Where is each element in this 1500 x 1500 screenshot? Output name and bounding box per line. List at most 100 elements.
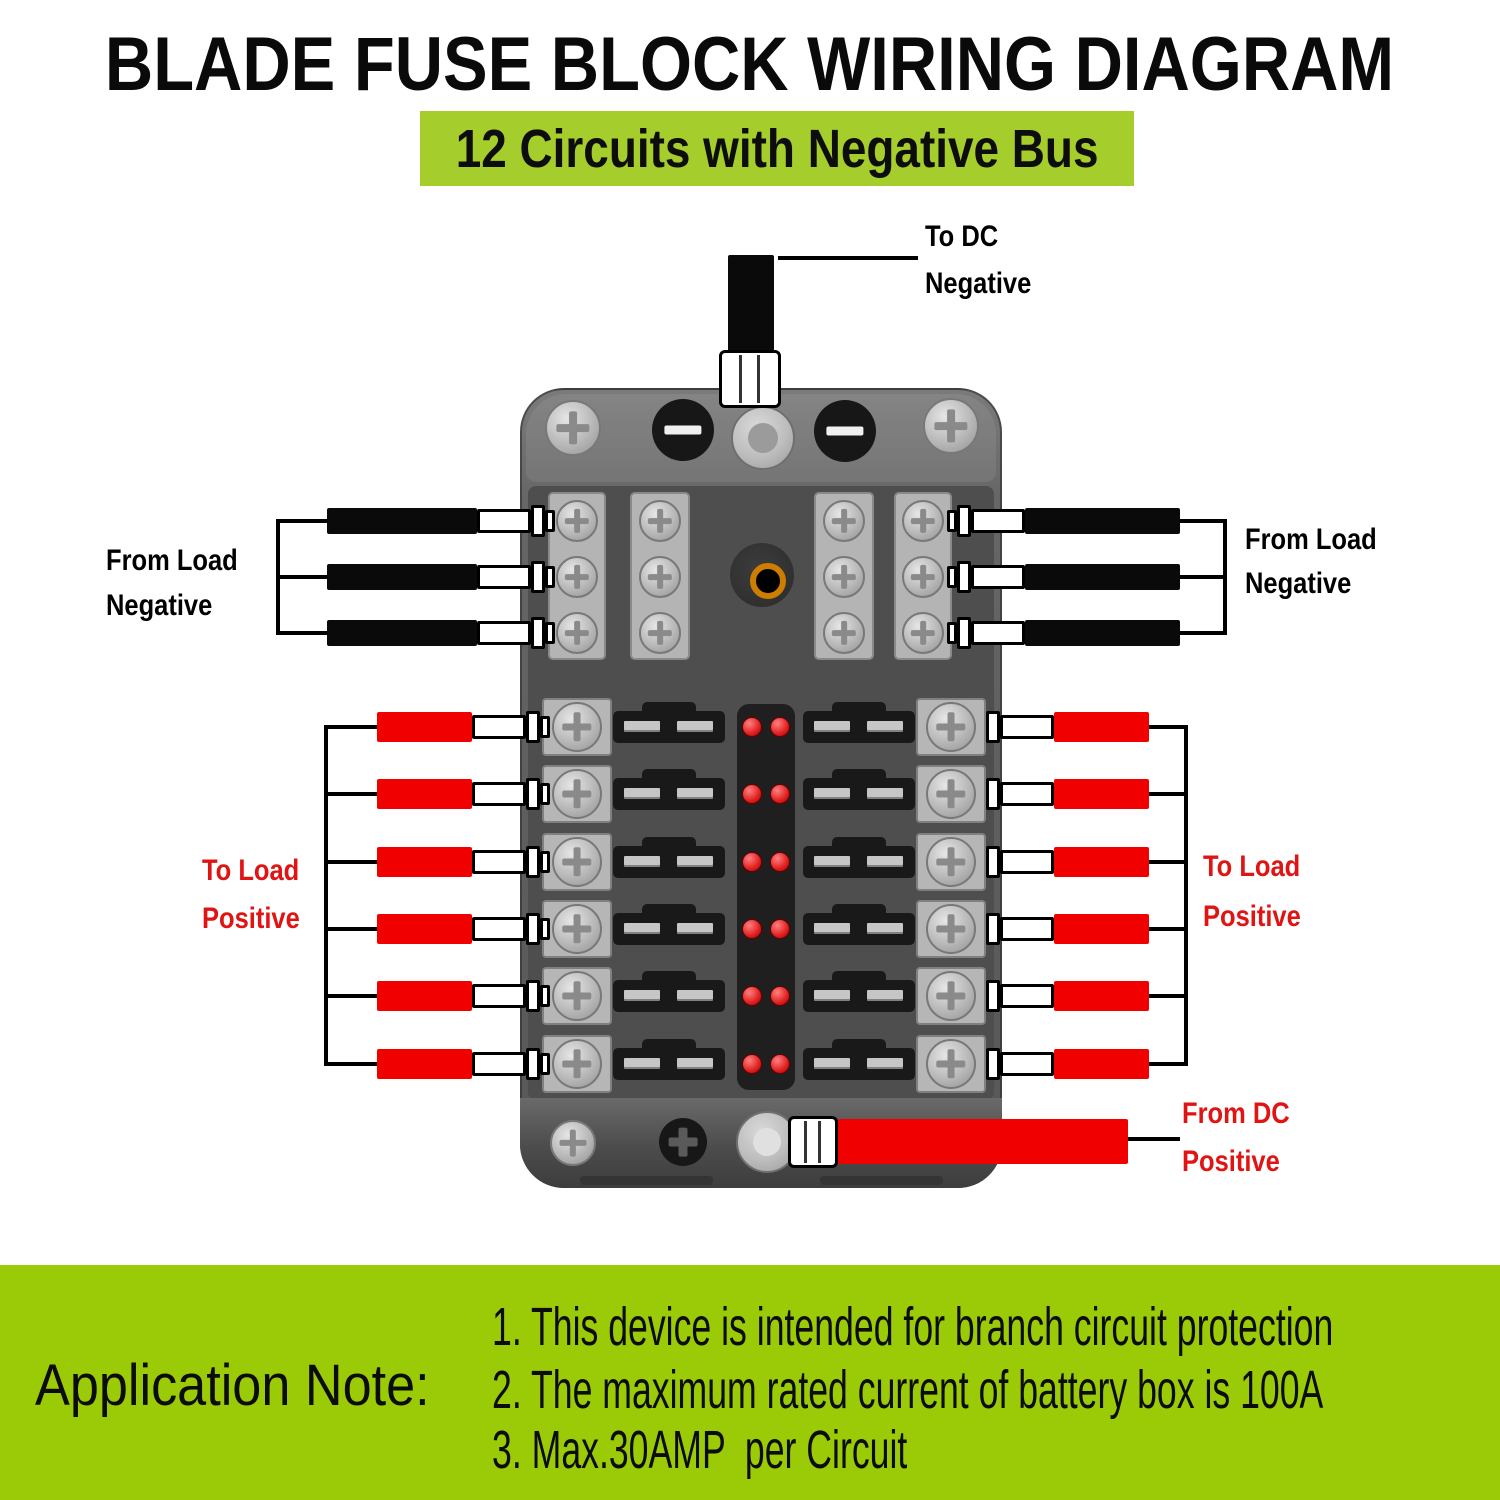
wire-crimp (540, 716, 550, 738)
led-indicator-icon (770, 919, 790, 939)
label-to-load-left-line2: Positive (202, 902, 300, 935)
wire-crimp (986, 711, 1000, 743)
application-note-item: 1. This device is intended for branch ci… (492, 1297, 1334, 1357)
positive-bus-bracket (324, 725, 328, 1066)
load-terminal-screw-icon (552, 837, 602, 887)
wire-terminal (472, 917, 526, 941)
phillips-screw-icon (545, 400, 601, 456)
led-indicator-icon (770, 717, 790, 737)
positive-load-wire (1054, 712, 1149, 742)
led-indicator-icon (742, 1054, 762, 1074)
wire-crimp (545, 566, 555, 588)
fuse-contact-slot (624, 990, 660, 1001)
wire-crimp (531, 505, 545, 537)
wire-terminal (1000, 782, 1054, 806)
wire-crimp (957, 561, 971, 593)
wire-terminal (1000, 917, 1054, 941)
negative-load-wire (327, 508, 477, 534)
negative-load-wire (1025, 620, 1180, 646)
wire-ferrule-icon (788, 1116, 838, 1168)
fuse-contact-slot (677, 856, 713, 867)
wire-terminal (477, 621, 531, 645)
wire-ferrule-icon (719, 350, 781, 408)
bus-link-line (326, 1062, 377, 1066)
blade-fuse-icon (803, 980, 915, 1012)
fuse-contact-slot (867, 856, 903, 867)
fuse-contact-slot (867, 923, 903, 934)
load-terminal-screw-icon (552, 904, 602, 954)
bus-link-line (326, 792, 377, 796)
led-indicator-icon (770, 852, 790, 872)
label-to-load-left-line1: To Load (202, 854, 300, 887)
wire-crimp (540, 918, 550, 940)
wire-crimp (545, 622, 555, 644)
wire-crimp (540, 985, 550, 1007)
positive-load-wire (1054, 914, 1149, 944)
led-indicator-icon (742, 986, 762, 1006)
page-title: BLADE FUSE BLOCK WIRING DIAGRAM (105, 22, 1395, 107)
leader-line-from-dc (1128, 1137, 1180, 1141)
positive-load-wire (377, 1049, 472, 1079)
negative-load-wire (1025, 508, 1180, 534)
application-note-item: 2. The maximum rated current of battery … (492, 1360, 1324, 1420)
bottom-vent-slot (820, 1176, 943, 1185)
wire-crimp (540, 851, 550, 873)
blade-fuse-icon (803, 1048, 915, 1080)
wire-crimp (947, 622, 957, 644)
label-from-load-left-line2: Negative (106, 589, 213, 622)
positive-load-wire (1054, 981, 1149, 1011)
bus-link-line (1149, 860, 1186, 864)
bus-link-line (326, 725, 377, 729)
wire-crimp (986, 913, 1000, 945)
label-to-dc-line2: Negative (925, 267, 1032, 300)
bus-link-line (1149, 994, 1186, 998)
fuse-contact-slot (624, 788, 660, 799)
fuse-contact-slot (814, 721, 850, 732)
wire-crimp (526, 711, 540, 743)
wire-crimp (526, 778, 540, 810)
label-from-load-left-line1: From Load (106, 544, 238, 577)
leader-line-to-dc (778, 256, 918, 260)
wire-terminal (1000, 984, 1054, 1008)
negative-bus-bracket (276, 519, 280, 635)
blade-fuse-icon (803, 913, 915, 945)
positive-load-wire (377, 779, 472, 809)
label-from-load-right-line2: Negative (1245, 567, 1352, 600)
subtitle-banner: 12 Circuits with Negative Bus (420, 111, 1134, 186)
load-terminal-screw-icon (926, 904, 976, 954)
dc-negative-wire (728, 255, 774, 355)
fuse-contact-slot (624, 856, 660, 867)
label-to-load-right-line1: To Load (1203, 850, 1301, 883)
blade-fuse-icon (613, 980, 725, 1012)
load-terminal-screw-icon (552, 769, 602, 819)
negative-bus-screw-icon (823, 612, 865, 654)
negative-bus-screw-icon (556, 612, 598, 654)
fuse-contact-slot (677, 788, 713, 799)
wire-terminal (472, 984, 526, 1008)
bus-link-line (326, 927, 377, 931)
wire-crimp (540, 783, 550, 805)
load-terminal-screw-icon (926, 1039, 976, 1089)
blade-fuse-icon (613, 913, 725, 945)
blade-fuse-icon (803, 711, 915, 743)
dc-positive-stud-center (753, 1128, 781, 1156)
application-note-section (0, 1265, 1500, 1500)
wire-crimp (526, 913, 540, 945)
negative-bus-screw-icon (902, 556, 944, 598)
phillips-screw-icon (550, 1120, 596, 1166)
negative-bus-screw-icon (902, 612, 944, 654)
negative-bus-screw-icon (823, 556, 865, 598)
wire-crimp (526, 846, 540, 878)
positive-load-wire (377, 981, 472, 1011)
fuse-contact-slot (624, 1058, 660, 1069)
wire-terminal (1000, 850, 1054, 874)
wire-terminal (971, 565, 1025, 589)
bus-link-line (1149, 1062, 1186, 1066)
load-terminal-screw-icon (926, 971, 976, 1021)
fuse-contact-slot (677, 1058, 713, 1069)
fuse-contact-slot (814, 923, 850, 934)
bus-link-line (278, 519, 327, 523)
wire-terminal (472, 850, 526, 874)
